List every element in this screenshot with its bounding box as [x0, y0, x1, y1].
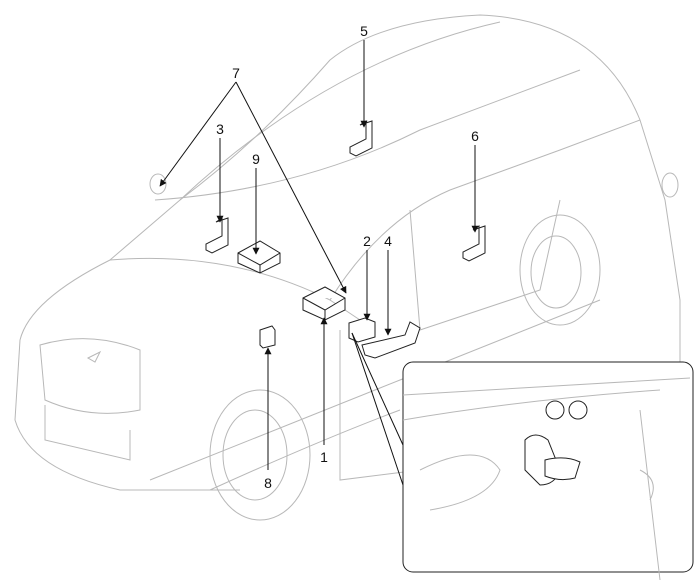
switch-4 [361, 321, 421, 359]
car-outline [14, 14, 681, 521]
callout-labels: 1 2 3 4 5 6 7 8 9 [216, 23, 479, 491]
callout-9: 9 [252, 151, 260, 167]
callout-2: 2 [363, 233, 371, 249]
callout-7: 7 [232, 65, 240, 81]
callout-4: 4 [384, 233, 392, 249]
module-1 [302, 286, 346, 321]
unit-8 [259, 325, 276, 349]
components [205, 120, 486, 359]
callout-1: 1 [320, 449, 328, 465]
callout-3: 3 [216, 121, 224, 137]
callout-8: 8 [264, 475, 272, 491]
sensor-5 [349, 120, 373, 157]
leader-lines [159, 40, 479, 486]
callout-5: 5 [360, 23, 368, 39]
callout-6: 6 [471, 128, 479, 144]
inset-panel [402, 361, 694, 581]
module-2 [348, 317, 376, 343]
sensor-6 [462, 225, 486, 262]
module-9 [237, 240, 281, 274]
sensor-3 [205, 217, 229, 254]
